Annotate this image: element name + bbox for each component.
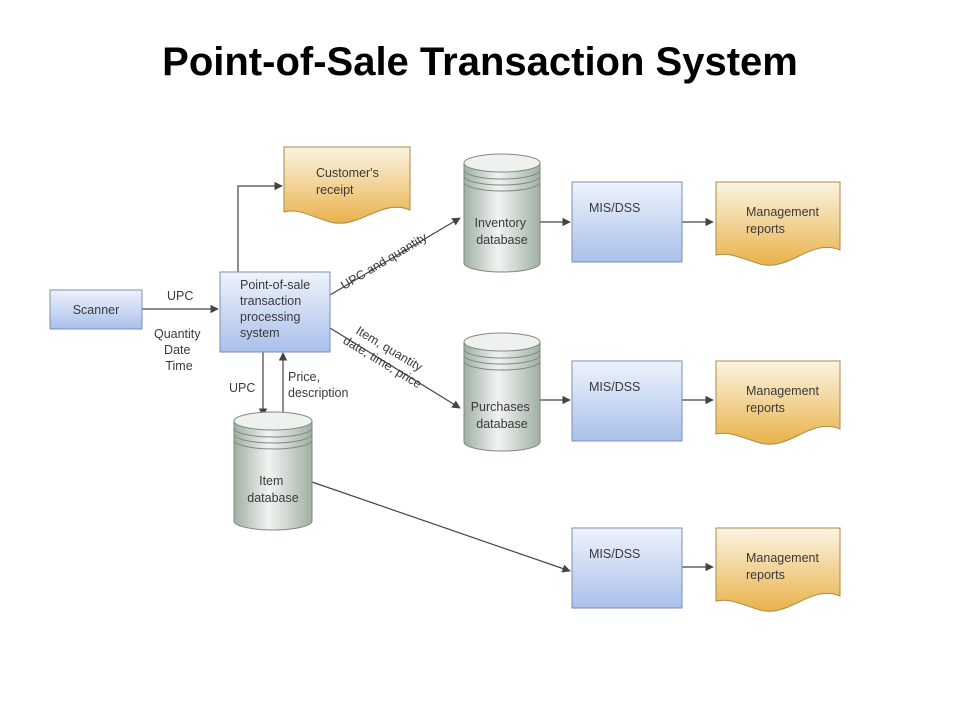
flow-label-to-purchases: Item, quantity date, time, price [341, 320, 432, 391]
mis-dss-label-1: MIS/DSS [589, 201, 640, 215]
purchases-database-node: Purchases database [463, 332, 541, 452]
flow-edges [142, 181, 714, 573]
item-database-node: Item database [233, 411, 313, 531]
pos-system-node: Point-of-sale transaction processing sys… [219, 271, 331, 353]
flow-label-scanner-upc: UPC [167, 289, 193, 303]
flow-label-to-item-db: UPC [229, 381, 255, 395]
management-reports-label-3: Management reports [746, 551, 822, 582]
management-reports-node-1: Management reports [715, 181, 841, 266]
flow-label-to-inventory: UPC and quantity [338, 230, 430, 293]
edge-item-db-to-mis3 [311, 481, 571, 573]
inventory-database-node: Inventory database [463, 153, 541, 273]
purchases-database-label: Purchases database [471, 400, 534, 431]
diagram-title: Point-of-Sale Transaction System [162, 40, 798, 84]
management-reports-label-1: Management reports [746, 205, 822, 236]
mis-dss-label-2: MIS/DSS [589, 380, 640, 394]
customer-receipt-label: Customer's receipt [316, 166, 382, 197]
mis-dss-node-2: MIS/DSS [571, 360, 683, 442]
edge-pos-to-purchases [329, 327, 461, 409]
pos-system-label: Point-of-sale transaction processing sys… [240, 278, 314, 340]
inventory-database-label: Inventory database [475, 216, 530, 247]
flow-label-from-item-db: Price, description [288, 370, 348, 400]
management-reports-label-2: Management reports [746, 384, 822, 415]
customer-receipt-node: Customer's receipt [283, 146, 411, 224]
mis-dss-label-3: MIS/DSS [589, 547, 640, 561]
management-reports-node-3: Management reports [715, 527, 841, 612]
edge-pos-to-receipt [237, 181, 283, 272]
management-reports-node-2: Management reports [715, 360, 841, 445]
edge-pos-to-inventory [329, 217, 461, 296]
mis-dss-node-1: MIS/DSS [571, 181, 683, 263]
scanner-node: Scanner [49, 289, 143, 330]
scanner-label: Scanner [73, 303, 120, 317]
flow-label-scanner-details: Quantity Date Time [154, 327, 204, 373]
mis-dss-node-3: MIS/DSS [571, 527, 683, 609]
item-database-label: Item database [247, 474, 298, 505]
